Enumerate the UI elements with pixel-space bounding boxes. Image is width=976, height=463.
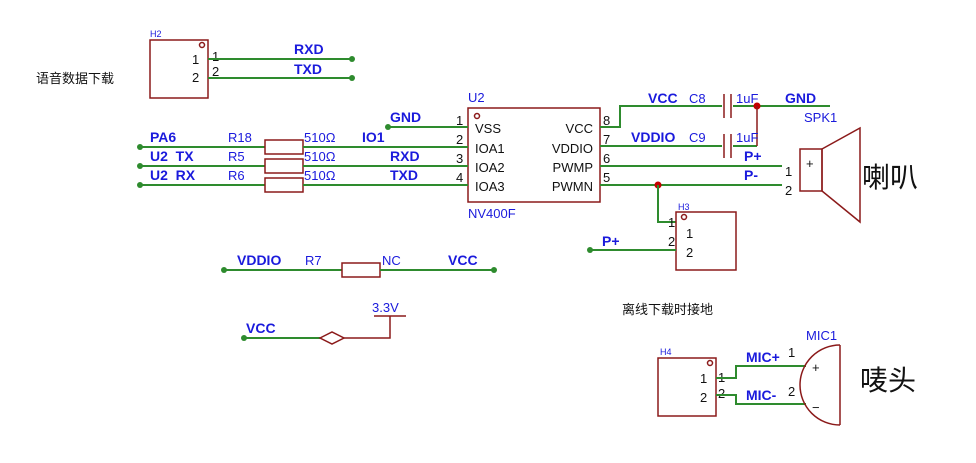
spk1-plus: + (806, 156, 814, 171)
capacitor-c8: VCC C8 1uF GND (600, 90, 830, 128)
h2-description: 语音数据下载 (36, 71, 114, 87)
h3-description: 离线下载时接地 (622, 302, 713, 318)
chip-pinnum-7: 7 (603, 132, 610, 147)
chip-gnd-net: GND (385, 109, 468, 130)
c8-net-vcc: VCC (648, 90, 678, 106)
h4-net-mic-plus: MIC+ (746, 349, 780, 365)
net-p-minus: P- (744, 167, 758, 183)
spk1-ref: SPK1 (804, 110, 837, 125)
speaker-spk1: SPK1 1 2 + 喇叭 (785, 110, 918, 224)
r7-net-vddio: VDDIO (237, 252, 281, 268)
chip-pin-vcc: VCC (566, 121, 593, 136)
resistor-r5-value: 510Ω (304, 149, 336, 164)
net-txd: TXD (390, 167, 418, 183)
h2-pin2-num: 2 (212, 64, 219, 79)
power-net-vcc: VCC (246, 320, 276, 336)
power-voltage: 3.3V (372, 300, 399, 315)
chip-pin-pwmn: PWMN (552, 179, 593, 194)
mic1-minus: − (812, 400, 820, 415)
gnd-net-label: GND (390, 109, 421, 125)
speaker-label: 喇叭 (862, 161, 918, 194)
chip-pinnum-2: 2 (456, 132, 463, 147)
power-3v3: VCC 3.3V (241, 300, 406, 345)
chip-ref: U2 (468, 90, 485, 105)
connector-h3: H3 1 2 1 2 P+ 离线下载时接地 (587, 202, 737, 318)
c8-value: 1uF (736, 91, 758, 106)
net-pa6: PA6 (150, 129, 176, 145)
r7-net-vcc: VCC (448, 252, 478, 268)
h2-pin1-label: 1 (192, 52, 199, 67)
chip-pin-vddio: VDDIO (552, 141, 593, 156)
input-row-pa6: PA6 R18 510Ω IO1 (137, 129, 468, 155)
chip-pinnum-1: 1 (456, 113, 463, 128)
chip-pin-vss: VSS (475, 121, 501, 136)
h3-pin2-label: 2 (686, 245, 693, 260)
chip-part: NV400F (468, 206, 516, 221)
h4-net-mic-minus: MIC- (746, 387, 777, 403)
chip-pinnum-4: 4 (456, 170, 463, 185)
chip-pin-ioa2: IOA2 (475, 160, 505, 175)
spk1-pin2: 2 (785, 183, 792, 198)
resistor-r6-value: 510Ω (304, 168, 336, 183)
net-p-plus: P+ (744, 148, 762, 164)
mic1-ref: MIC1 (806, 328, 837, 343)
resistor-r5: R5 (228, 149, 245, 164)
h3-pin1-num: 1 (668, 215, 675, 230)
mic1-pin1: 1 (788, 345, 795, 360)
connector-h2: H2 1 2 1 2 RXD TXD 语音数据下载 (36, 29, 355, 99)
spk1-pin1: 1 (785, 164, 792, 179)
chip-pinnum-5: 5 (603, 170, 610, 185)
resistor-r7: VDDIO R7 NC VCC (221, 252, 497, 278)
h4-pin1-label: 1 (700, 371, 707, 386)
h3-pin2-num: 2 (668, 234, 675, 249)
chip-u2: U2 NV400F VSS IOA1 IOA2 IOA3 VCC VDDIO P… (456, 90, 610, 221)
h2-net-txd: TXD (294, 61, 322, 77)
net-u2-tx: U2 TX (150, 148, 194, 164)
resistor-r18: R18 (228, 130, 252, 145)
mic1-pin2: 2 (788, 384, 795, 399)
h4-pin2-num: 2 (718, 386, 725, 401)
r7-value: NC (382, 253, 401, 268)
resistor-r6: R6 (228, 168, 245, 183)
mic-label: 唛头 (860, 364, 916, 397)
c8-ref: C8 (689, 91, 706, 106)
h2-pin1-num: 1 (212, 49, 219, 64)
capacitor-c9: VDDIO C9 1uF (600, 106, 758, 158)
c9-ref: C9 (689, 130, 706, 145)
chip-pinnum-3: 3 (456, 151, 463, 166)
chip-pin-ioa3: IOA3 (475, 179, 505, 194)
h3-pin1-label: 1 (686, 226, 693, 241)
microphone-mic1: MIC1 1 2 + − 唛头 (788, 328, 916, 426)
net-u2-rx: U2 RX (150, 167, 196, 183)
h2-pin2-label: 2 (192, 70, 199, 85)
r7-ref: R7 (305, 253, 322, 268)
h3-net-p-plus: P+ (602, 233, 620, 249)
c8-net-gnd: GND (785, 90, 816, 106)
h3-ref: H3 (678, 202, 690, 212)
input-row-u2-tx: U2 TX R5 510Ω RXD (137, 148, 468, 174)
h2-ref: H2 (150, 29, 162, 39)
c9-value: 1uF (736, 130, 758, 145)
chip-pinnum-8: 8 (603, 113, 610, 128)
connector-h4: H4 1 2 1 2 MIC+ MIC- (657, 347, 806, 417)
chip-pin-pwmp: PWMP (553, 160, 593, 175)
speaker-wires: P+ P- (600, 148, 782, 223)
resistor-r18-value: 510Ω (304, 130, 336, 145)
h4-ref: H4 (660, 347, 672, 357)
c9-net-vddio: VDDIO (631, 129, 675, 145)
chip-pin-ioa1: IOA1 (475, 141, 505, 156)
net-io1: IO1 (362, 129, 385, 145)
h2-net-rxd: RXD (294, 41, 324, 57)
mic1-plus: + (812, 360, 820, 375)
chip-pinnum-6: 6 (603, 151, 610, 166)
net-rxd: RXD (390, 148, 420, 164)
input-row-u2-rx: U2 RX R6 510Ω TXD (137, 167, 468, 193)
h4-pin2-label: 2 (700, 390, 707, 405)
